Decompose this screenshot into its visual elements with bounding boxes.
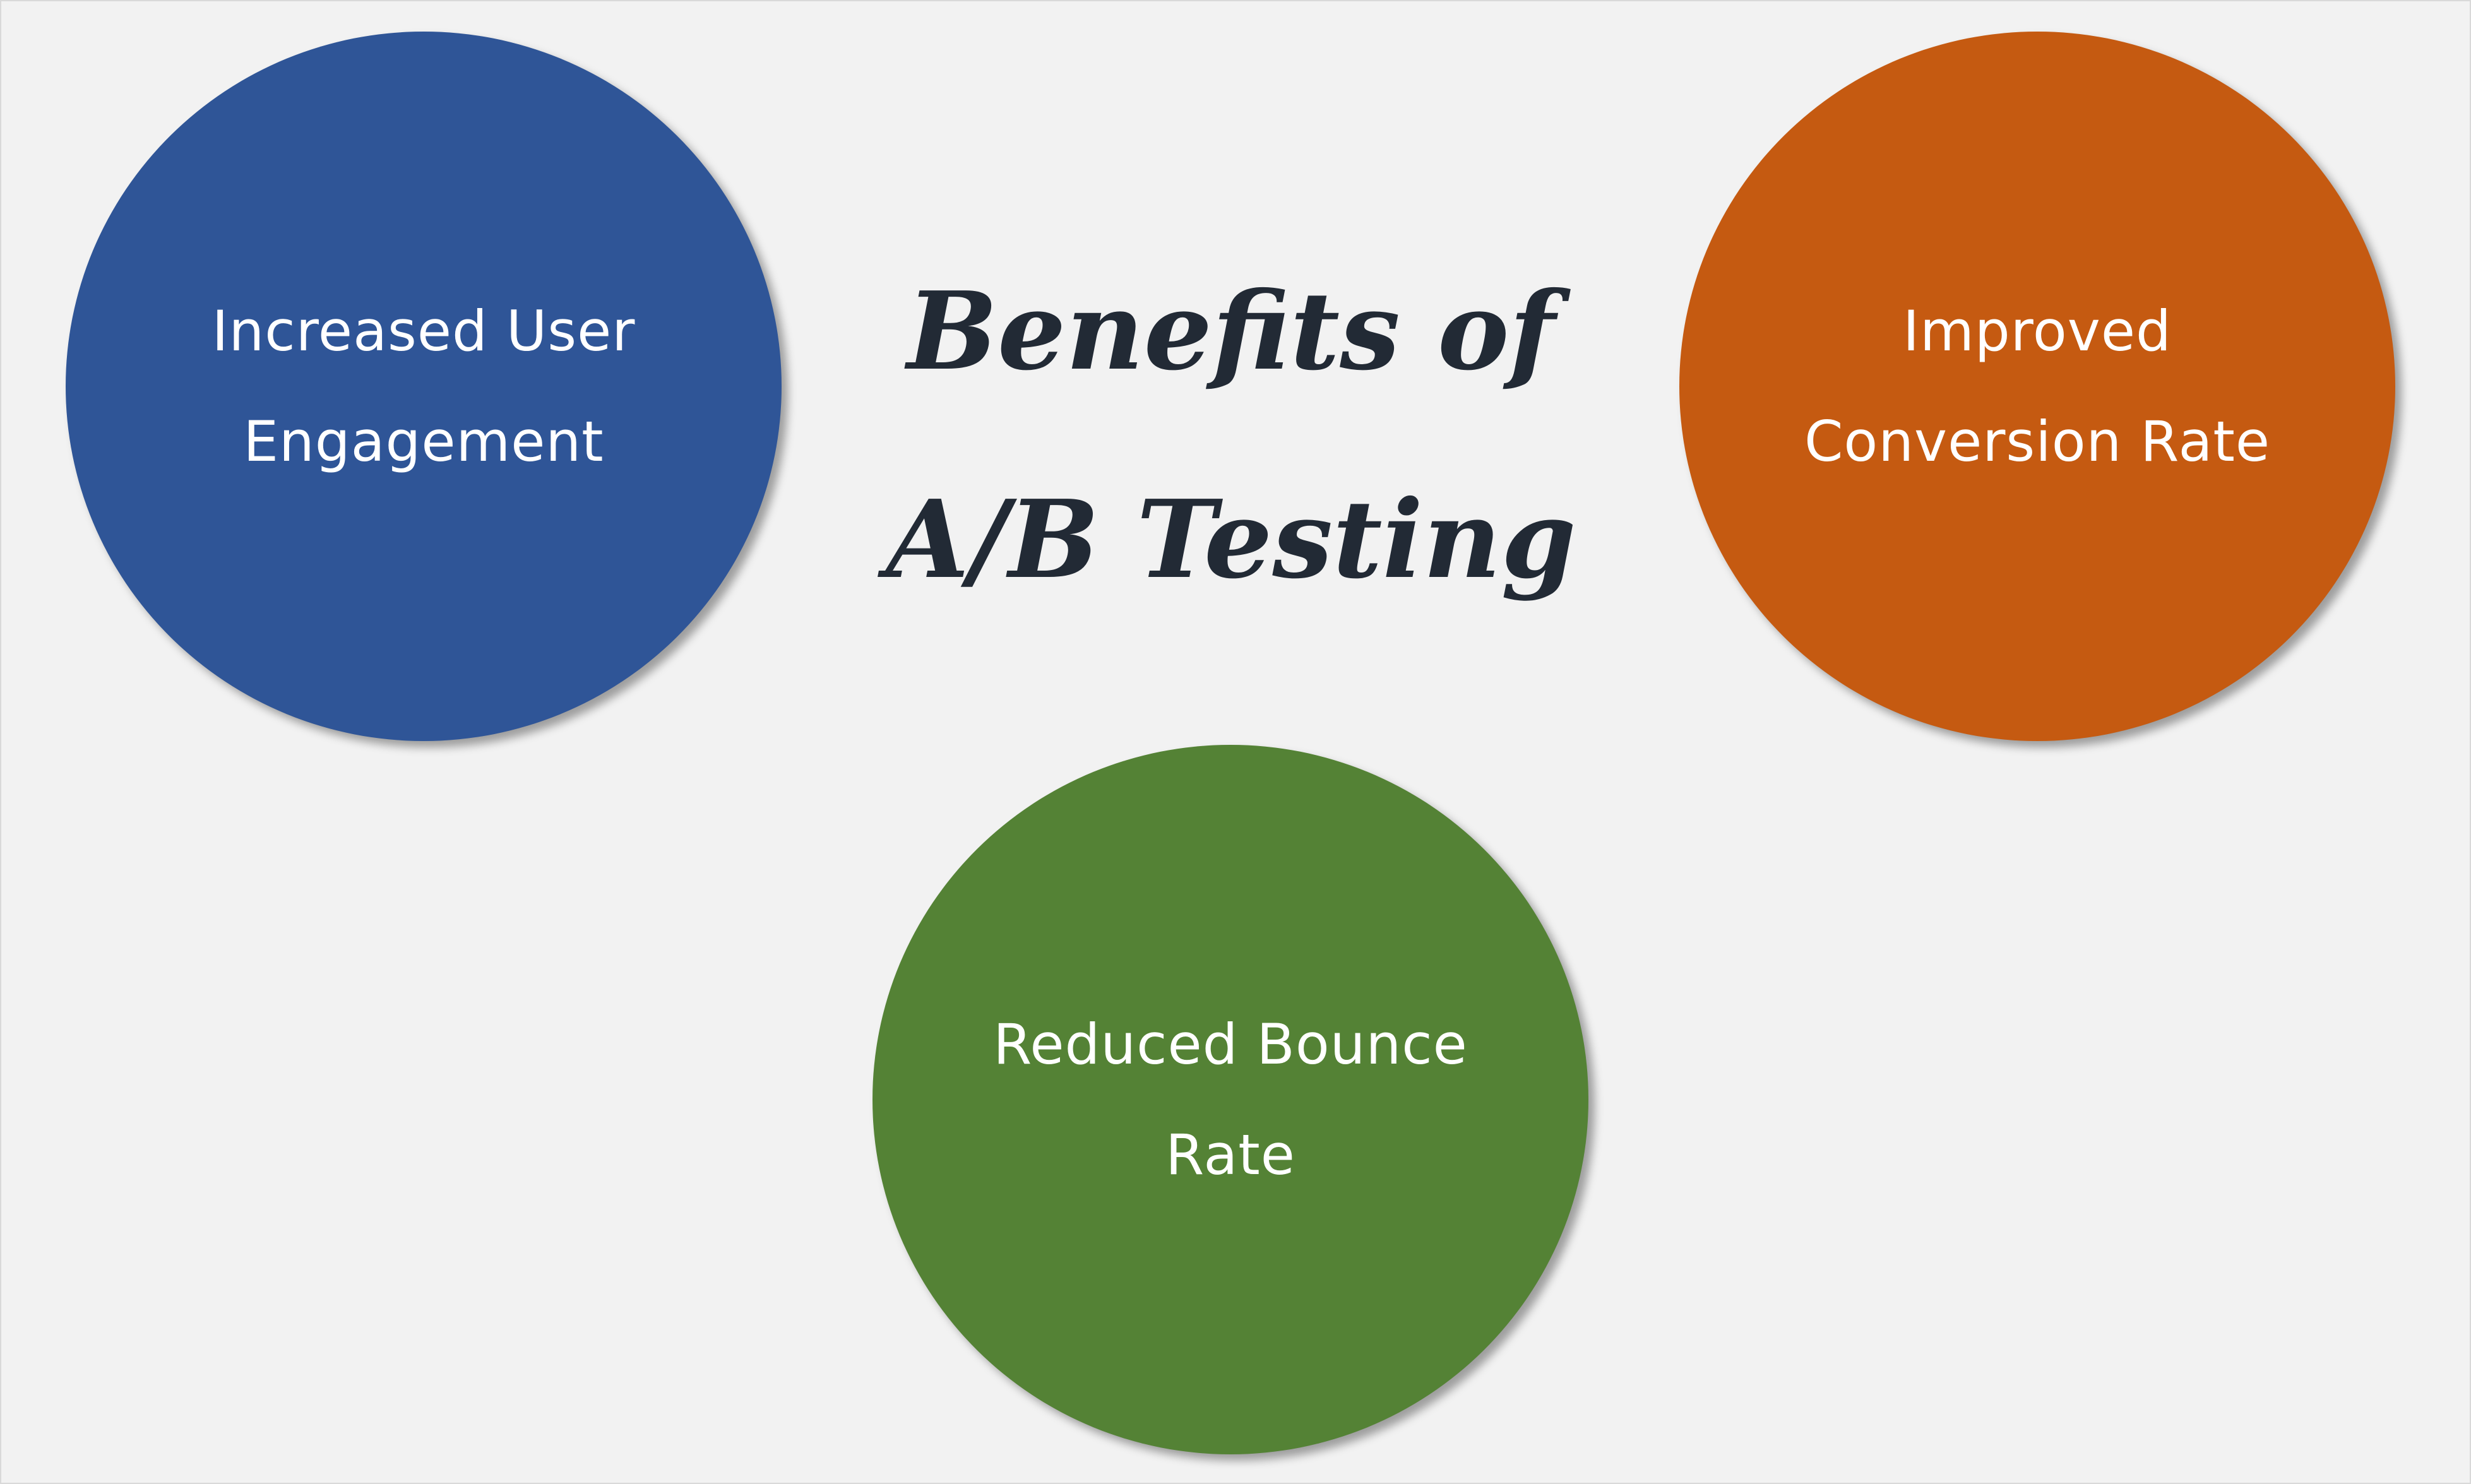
title-line-1: Benefits of	[907, 268, 1556, 395]
benefit-circle-engagement: Increased User Engagement	[66, 32, 782, 741]
benefit-circle-conversion: Improved Conversion Rate	[1679, 32, 2395, 741]
benefit-label: Reduced Bounce Rate	[993, 1012, 1468, 1187]
benefit-label: Improved Conversion Rate	[1804, 299, 2271, 474]
diagram-title: Benefits of A/B Testing	[884, 227, 1578, 644]
benefit-label: Increased User Engagement	[211, 299, 636, 474]
title-line-2: A/B Testing	[886, 477, 1576, 603]
benefit-circle-bounce: Reduced Bounce Rate	[872, 745, 1588, 1454]
